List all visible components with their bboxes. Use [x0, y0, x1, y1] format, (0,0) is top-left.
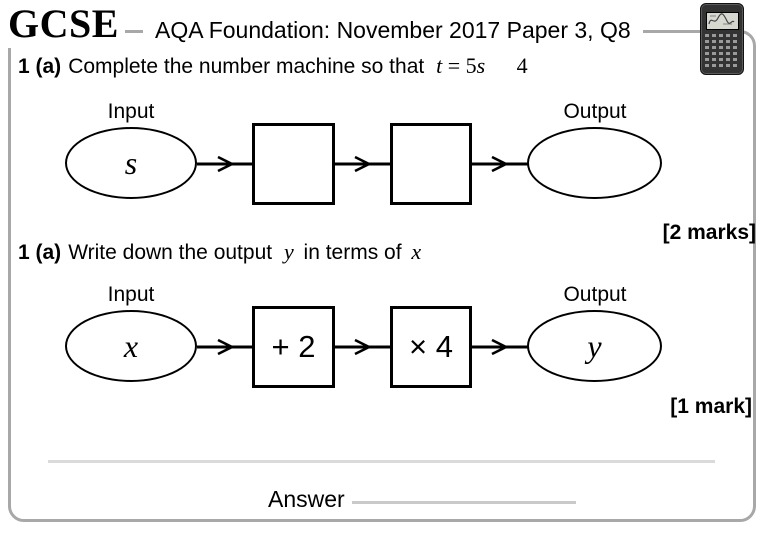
separator-line [48, 460, 715, 463]
question-2-prompt-middle: in terms of [303, 241, 402, 264]
gcse-logo: GCSE [8, 2, 125, 48]
equation-gap-value: 4 [516, 53, 528, 78]
equation-var-t: t [436, 53, 443, 78]
question-2-text: 1 (a) Write down the output y in terms of… [18, 239, 421, 265]
question-1-marks: [2 marks] [662, 221, 756, 244]
machine1-box-2 [390, 123, 472, 205]
equation-var-s: s [476, 53, 486, 78]
calculator-screen-graph [708, 13, 735, 25]
machine1-input-ellipse: s [65, 127, 197, 199]
machine1-box-1 [252, 123, 335, 205]
calculator-screen [706, 12, 739, 30]
machine2-input-ellipse: x [65, 310, 197, 382]
right-arrow-icon [334, 155, 391, 173]
question-2-marks: [1 mark] [670, 395, 752, 418]
machine2-input-label: Input [107, 283, 155, 306]
number-machine-2: Input Output x + 2 × 4 y [0, 283, 780, 397]
question-2-var-y: y [283, 239, 294, 264]
answer-blank-line [352, 501, 576, 504]
equation-equals-coeff: = 5 [447, 53, 477, 78]
machine1-output-label: Output [563, 100, 627, 123]
question-2-var-x: x [411, 239, 422, 264]
machine2-output-ellipse: y [527, 310, 662, 382]
question-1-text: 1 (a) Complete the number machine so that… [18, 53, 528, 79]
page-title: AQA Foundation: November 2017 Paper 3, Q… [143, 15, 643, 45]
question-1-number: 1 (a) [18, 55, 62, 78]
graphing-calculator-icon [700, 3, 744, 75]
right-arrow-icon [471, 338, 528, 356]
machine2-box-2: × 4 [390, 306, 472, 388]
answer-label: Answer [268, 486, 345, 512]
right-arrow-icon [471, 155, 528, 173]
question-2-prompt-before: Write down the output [68, 241, 273, 264]
question-1-prompt: Complete the number machine so that [68, 55, 425, 78]
question-2-number: 1 (a) [18, 241, 62, 264]
machine2-box-1: + 2 [252, 306, 335, 388]
calculator-keys [705, 34, 739, 72]
machine1-output-ellipse [527, 127, 662, 199]
right-arrow-icon [197, 155, 254, 173]
right-arrow-icon [197, 338, 254, 356]
machine2-output-label: Output [563, 283, 627, 306]
number-machine-1: Input Output s [0, 100, 780, 214]
machine1-input-label: Input [107, 100, 155, 123]
right-arrow-icon [334, 338, 391, 356]
